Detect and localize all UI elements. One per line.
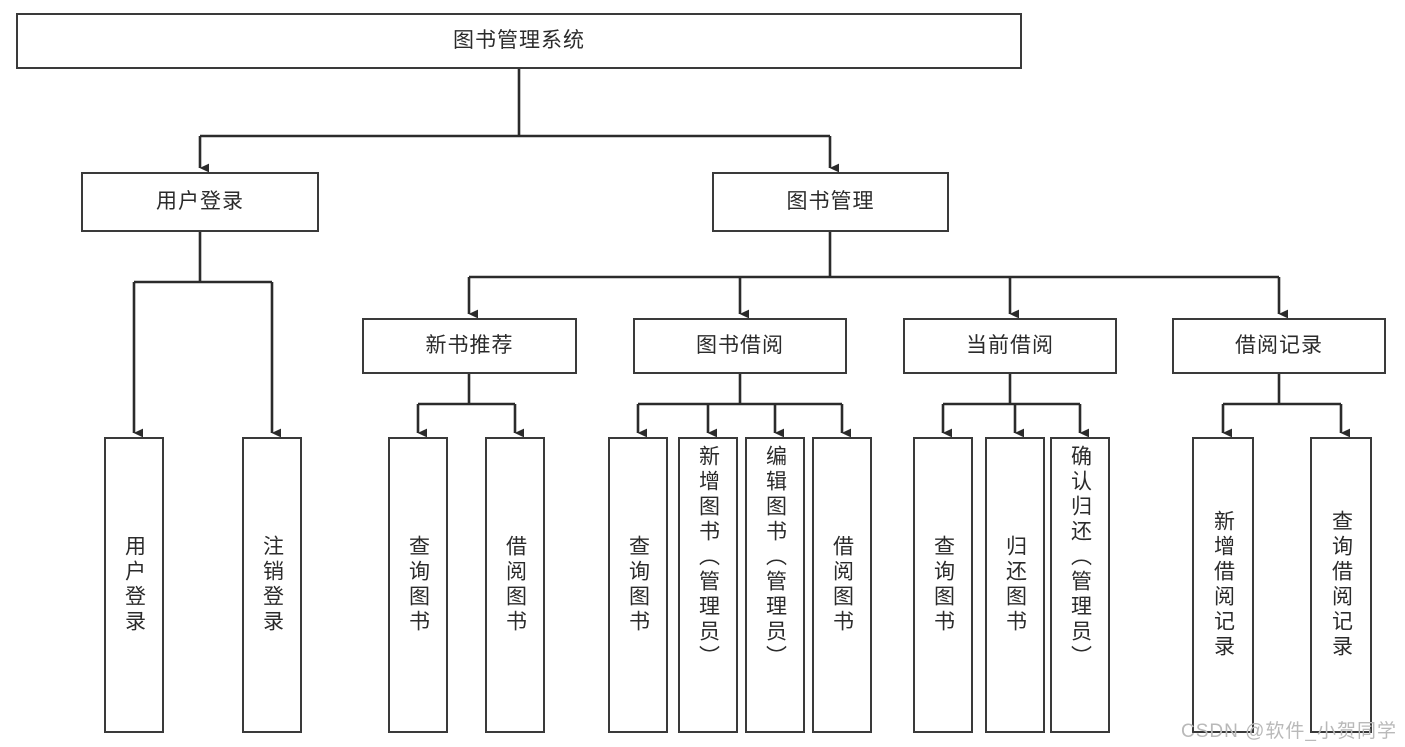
leaf-query-book-3[interactable]: 查询图书 xyxy=(913,437,973,733)
leaf-edit-book-label: 编辑图书（管理员） xyxy=(763,445,787,670)
node-root[interactable]: 图书管理系统 xyxy=(16,13,1022,69)
leaf-query-book-1-label: 查询图书 xyxy=(406,535,430,635)
node-borrow-record-label: 借阅记录 xyxy=(1235,333,1323,357)
leaf-add-book-label: 新增图书（管理员） xyxy=(696,445,720,670)
node-borrow-record[interactable]: 借阅记录 xyxy=(1172,318,1386,374)
node-book-borrow-label: 图书借阅 xyxy=(696,333,784,357)
leaf-add-record-label: 新增借阅记录 xyxy=(1211,510,1235,660)
leaf-query-record[interactable]: 查询借阅记录 xyxy=(1310,437,1372,733)
leaf-add-record[interactable]: 新增借阅记录 xyxy=(1192,437,1254,733)
node-book-manage-label: 图书管理 xyxy=(786,189,875,213)
leaf-borrow-book-1[interactable]: 借阅图书 xyxy=(485,437,545,733)
leaf-add-book[interactable]: 新增图书（管理员） xyxy=(678,437,738,733)
leaf-query-book-1[interactable]: 查询图书 xyxy=(388,437,448,733)
leaf-return-book[interactable]: 归还图书 xyxy=(985,437,1045,733)
node-user-login-label: 用户登录 xyxy=(156,189,244,213)
leaf-confirm-return[interactable]: 确认归还（管理员） xyxy=(1050,437,1110,733)
leaf-query-book-2[interactable]: 查询图书 xyxy=(608,437,668,733)
node-book-borrow[interactable]: 图书借阅 xyxy=(633,318,847,374)
leaf-borrow-book-1-label: 借阅图书 xyxy=(503,535,527,635)
node-new-book-rec[interactable]: 新书推荐 xyxy=(362,318,577,374)
node-current-borrow-label: 当前借阅 xyxy=(966,333,1054,357)
leaf-logout-login-label: 注销登录 xyxy=(260,535,284,635)
leaf-borrow-book-2[interactable]: 借阅图书 xyxy=(812,437,872,733)
node-new-book-rec-label: 新书推荐 xyxy=(425,333,514,357)
leaf-logout-login[interactable]: 注销登录 xyxy=(242,437,302,733)
leaf-query-book-3-label: 查询图书 xyxy=(931,535,955,635)
leaf-return-book-label: 归还图书 xyxy=(1003,535,1027,635)
leaf-borrow-book-2-label: 借阅图书 xyxy=(830,535,854,635)
node-book-manage[interactable]: 图书管理 xyxy=(712,172,949,232)
node-root-label: 图书管理系统 xyxy=(453,28,585,52)
leaf-user-login[interactable]: 用户登录 xyxy=(104,437,164,733)
node-user-login[interactable]: 用户登录 xyxy=(81,172,319,232)
leaf-edit-book[interactable]: 编辑图书（管理员） xyxy=(745,437,805,733)
watermark-text: CSDN @软件_小贺同学 xyxy=(1181,721,1397,742)
leaf-user-login-label: 用户登录 xyxy=(122,535,146,635)
leaf-confirm-return-label: 确认归还（管理员） xyxy=(1068,445,1092,670)
leaf-query-record-label: 查询借阅记录 xyxy=(1329,510,1353,660)
node-current-borrow[interactable]: 当前借阅 xyxy=(903,318,1117,374)
leaf-query-book-2-label: 查询图书 xyxy=(626,535,650,635)
